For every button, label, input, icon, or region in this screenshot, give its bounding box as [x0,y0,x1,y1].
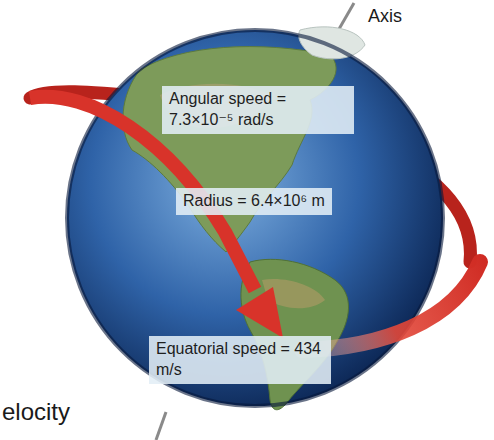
axis-line [156,412,166,440]
value-box: Equatorial speed = 434 m/s [149,336,331,384]
box-text: Angular speed = 7.3×10⁻⁵ rad/s [169,89,347,131]
value-box: Angular speed = 7.3×10⁻⁵ rad/s [162,86,354,134]
box-text: Equatorial speed = 434 m/s [156,339,324,381]
rotation-arrow-head [236,287,283,338]
axis-label: Axis [368,6,402,27]
earth-rim [67,30,443,406]
value-box: Radius = 6.4×10⁶ m [176,188,332,215]
earth-globe [67,30,443,406]
cut-off-heading: elocity [2,398,70,426]
continent-greenland [299,27,365,59]
box-text: Radius = 6.4×10⁶ m [183,191,325,212]
